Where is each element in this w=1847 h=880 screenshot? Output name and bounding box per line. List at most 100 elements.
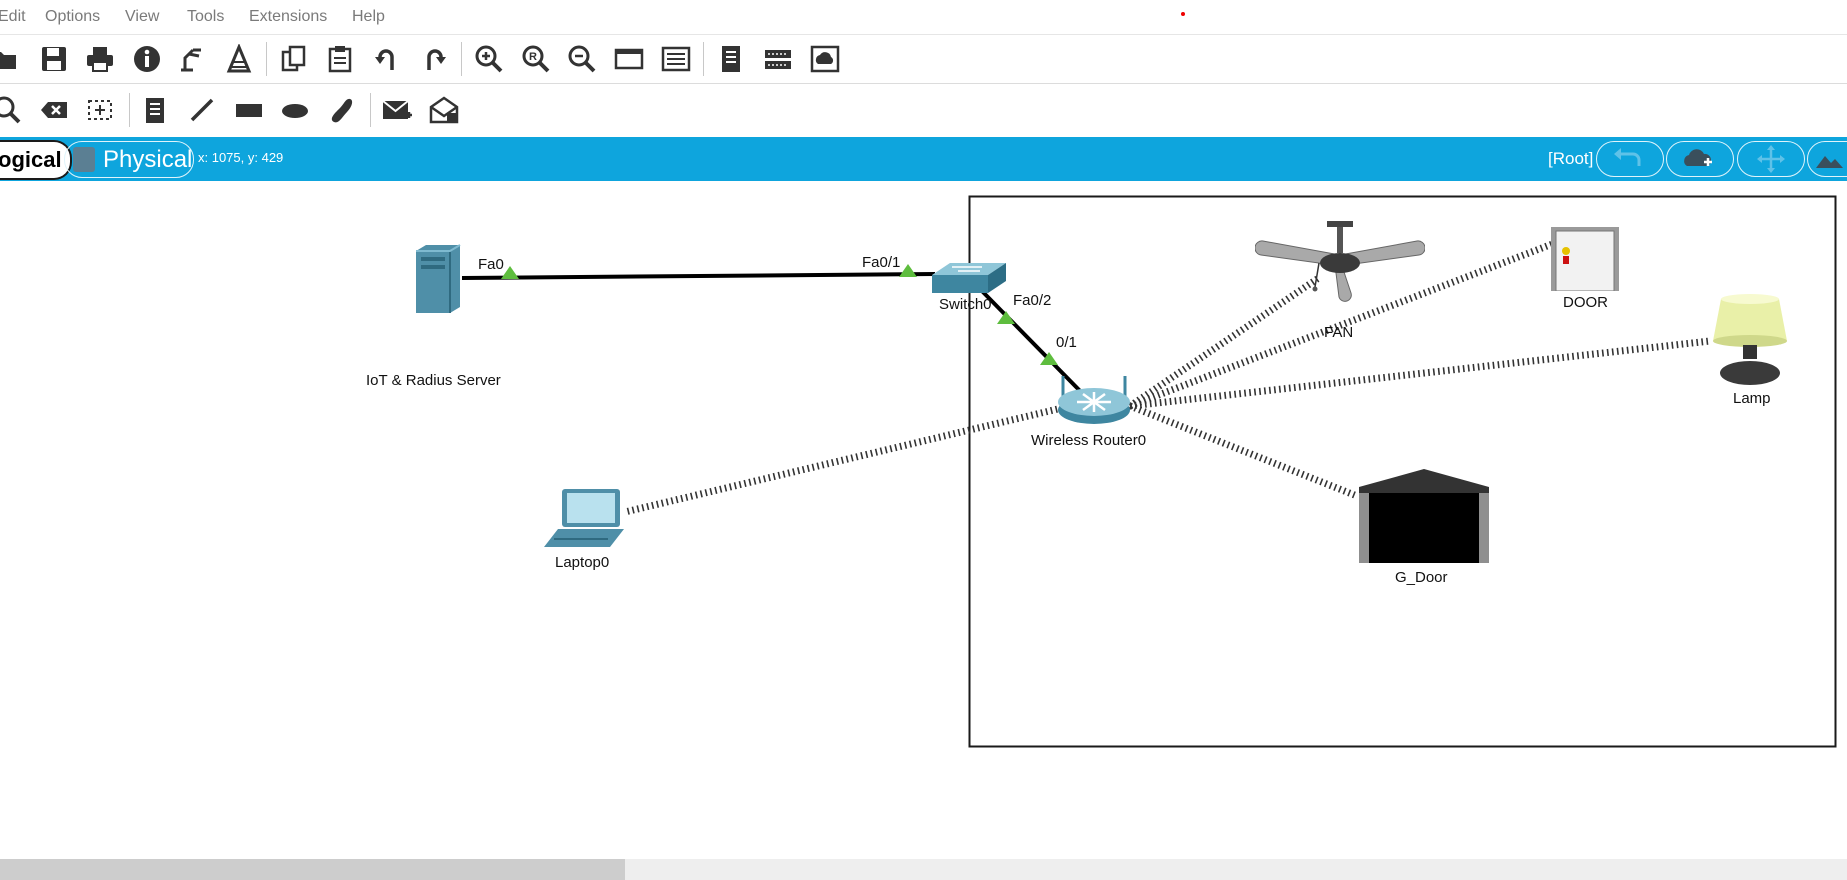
custom-device-icon[interactable]: [222, 42, 256, 76]
rectangle-icon[interactable]: [232, 93, 266, 127]
port-label-fa0-1: Fa0/1: [862, 254, 901, 271]
menu-options[interactable]: Options: [45, 8, 101, 25]
lamp-device[interactable]: [1707, 293, 1793, 392]
door-label: DOOR: [1563, 294, 1608, 311]
server-label: IoT & Radius Server: [366, 372, 501, 389]
inspect-icon[interactable]: [0, 93, 24, 127]
connections-layer: [461, 195, 1837, 748]
drawing-palette-icon[interactable]: [612, 42, 646, 76]
horizontal-scrollbar[interactable]: [0, 859, 1847, 880]
activity-wizard-icon[interactable]: [175, 42, 209, 76]
resize-shape-icon[interactable]: [83, 93, 117, 127]
simple-pdu-icon[interactable]: [380, 93, 414, 127]
ellipse-icon[interactable]: [278, 93, 312, 127]
cable-switch-router: [978, 287, 1087, 398]
router-label: Wireless Router0: [1031, 432, 1147, 449]
move-arrows-icon: [1757, 145, 1785, 173]
move-object-button[interactable]: [1737, 141, 1805, 177]
info-icon[interactable]: [130, 42, 164, 76]
link-up-indicator: [997, 311, 1015, 324]
zoom-in-icon[interactable]: [472, 42, 506, 76]
tab-logical[interactable]: ogical: [0, 140, 72, 180]
menu-extensions[interactable]: Extensions: [249, 8, 328, 25]
wireless-link-door: [1128, 239, 1557, 410]
main-toolbar: R: [0, 35, 1847, 84]
physical-view-icon: [73, 147, 95, 172]
physical-workspace[interactable]: IoT & Radius Server Fa0 Switch0 Fa0/1 Fa…: [0, 181, 1847, 859]
save-icon[interactable]: [37, 42, 71, 76]
door-icon: [1551, 227, 1619, 292]
paste-icon[interactable]: [323, 42, 357, 76]
wireless-link-lamp: [1129, 337, 1711, 410]
workspace-bar: ogical Physical x: 1075, y: 429 [Root]: [0, 137, 1847, 181]
redo-icon[interactable]: [417, 42, 451, 76]
view-command-log-icon[interactable]: [714, 42, 748, 76]
server-icon: [416, 244, 461, 313]
wireless-router-icon: [1058, 376, 1130, 424]
svg-text:R: R: [529, 51, 537, 63]
complex-pdu-icon[interactable]: [427, 93, 461, 127]
fan-device[interactable]: [1254, 219, 1426, 324]
wireless-links: [624, 239, 1711, 516]
port-label-0-1: 0/1: [1056, 334, 1077, 351]
lamp-icon: [1713, 294, 1787, 385]
indicator-dot: [1181, 12, 1185, 16]
wireless-link-fan: [1128, 274, 1322, 409]
delete-icon[interactable]: [37, 93, 71, 127]
back-button[interactable]: [1596, 141, 1664, 177]
open-icon[interactable]: [0, 42, 22, 76]
laptop-device[interactable]: [542, 487, 628, 554]
garage-door-icon: [1359, 469, 1489, 563]
cloud-add-icon: [1684, 149, 1712, 166]
new-cluster-button[interactable]: [1666, 141, 1734, 177]
mountain-icon: [1816, 156, 1843, 168]
zoom-reset-icon[interactable]: R: [519, 42, 553, 76]
note-icon[interactable]: [138, 93, 172, 127]
door-device[interactable]: [1549, 227, 1621, 296]
zoom-out-icon[interactable]: [565, 42, 599, 76]
menu-edit[interactable]: Edit: [0, 8, 26, 25]
link-up-indicator: [501, 266, 519, 279]
tab-physical[interactable]: Physical: [64, 141, 194, 178]
menu-help[interactable]: Help: [352, 8, 385, 25]
line-icon[interactable]: [185, 93, 219, 127]
ceiling-fan-icon: [1254, 221, 1426, 302]
switch-device[interactable]: [930, 261, 1008, 302]
garage-door-device[interactable]: [1357, 467, 1491, 570]
home-boundary: [968, 195, 1837, 748]
background-button[interactable]: [1807, 141, 1847, 177]
network-icon[interactable]: [761, 42, 795, 76]
root-breadcrumb[interactable]: [Root]: [1548, 149, 1594, 168]
cable-server-switch: [461, 272, 936, 280]
cloud-icon[interactable]: [808, 42, 842, 76]
laptop-label: Laptop0: [555, 554, 610, 571]
scrollbar-thumb[interactable]: [0, 859, 625, 880]
port-label-fa0: Fa0: [478, 256, 504, 273]
wireless-link-garage: [1128, 402, 1359, 500]
garage-door-label: G_Door: [1395, 569, 1448, 586]
wireless-link-laptop: [624, 404, 1063, 516]
tab-physical-label: Physical: [103, 145, 193, 173]
server-device[interactable]: [412, 243, 464, 318]
undo-icon[interactable]: [370, 42, 404, 76]
switch-label: Switch0: [939, 296, 992, 313]
menu-bar: Edit Options View Tools Extensions Help: [0, 0, 1847, 35]
drawing-toolbar: [0, 88, 1847, 136]
menu-tools[interactable]: Tools: [187, 8, 225, 25]
link-up-indicator: [899, 264, 917, 277]
cursor-coordinates: x: 1075, y: 429: [198, 150, 284, 165]
laptop-icon: [544, 489, 624, 547]
lamp-label: Lamp: [1733, 390, 1771, 407]
fan-label: FAN: [1324, 324, 1354, 341]
print-icon[interactable]: [83, 42, 117, 76]
back-arrow-icon: [1614, 148, 1641, 166]
port-label-fa0-2: Fa0/2: [1013, 292, 1052, 309]
freeform-icon[interactable]: [324, 93, 358, 127]
switch-icon: [932, 263, 1006, 293]
link-up-indicator: [1040, 352, 1058, 365]
custom-devices-dialog-icon[interactable]: [659, 42, 693, 76]
menu-view[interactable]: View: [125, 8, 160, 25]
wireless-router-device[interactable]: [1055, 374, 1133, 431]
copy-icon[interactable]: [277, 42, 311, 76]
tab-logical-label: ogical: [0, 147, 62, 172]
